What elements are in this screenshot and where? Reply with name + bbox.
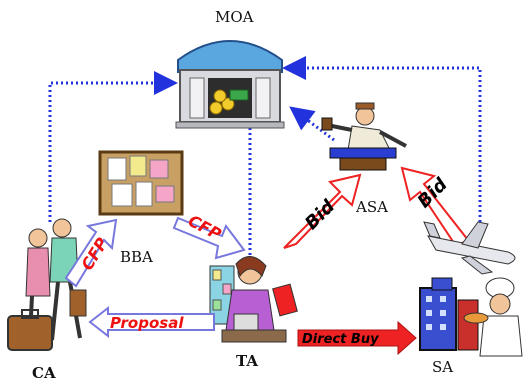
ca-node[interactable]: CA [7, 218, 87, 381]
sa-label: SA [432, 358, 453, 376]
moa-label: MOA [215, 8, 254, 26]
travelers-icon [7, 218, 87, 351]
dotted-links [48, 56, 482, 255]
direct-buy-arrow: Direct Buy [297, 320, 417, 356]
bba-node[interactable]: BBA [98, 150, 184, 266]
airplane-icon [423, 221, 516, 275]
travel-agent-icon [209, 256, 298, 343]
asa-node[interactable]: ASA [321, 102, 407, 216]
moa-node[interactable]: MOA [175, 8, 285, 129]
proposal-label: Proposal [110, 314, 184, 332]
bid-arrow-left: Bid [283, 173, 362, 249]
auctioneer-icon [321, 102, 407, 171]
link-ca-moa [48, 71, 178, 222]
hotel-icon [419, 277, 479, 351]
bba-label: BBA [120, 248, 153, 266]
chef-icon [463, 277, 523, 357]
cfp-arrow-bba-ta: CFP [172, 211, 246, 260]
bank-building-icon [175, 40, 285, 129]
ta-label: TA [236, 352, 258, 370]
asa-label: ASA [355, 198, 388, 216]
ca-label: CA [32, 364, 56, 381]
link-asa-moa [289, 106, 335, 142]
ta-node[interactable]: TA [209, 256, 298, 370]
bulletin-board-icon [98, 150, 184, 216]
link-sa-moa [282, 56, 482, 232]
proposal-arrow: Proposal [88, 305, 215, 339]
sa-node[interactable]: SA [419, 277, 523, 376]
direct-buy-label: Direct Buy [302, 332, 379, 347]
